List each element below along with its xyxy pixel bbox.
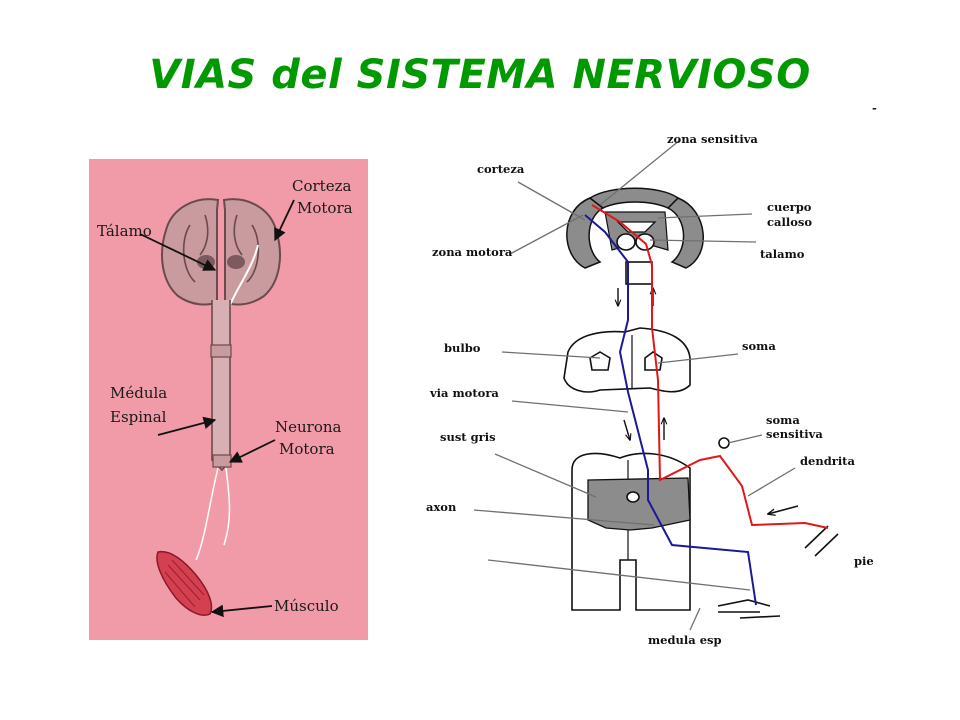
label-cuerpo-calloso-1: cuerpo: [767, 200, 812, 214]
label-corteza-motora-2: Motora: [297, 199, 353, 217]
label-soma-sensitiva-1: soma: [766, 413, 800, 427]
pointer-bulbo: [501, 351, 601, 359]
pointer-sust-gris: [494, 453, 597, 498]
brain-outline-right: [222, 198, 281, 306]
sensory-pathway: [591, 204, 829, 529]
label-medula-esp: medula esp: [648, 633, 722, 647]
label-neurona-motora-2: Motora: [279, 440, 335, 458]
label-soma-sensitiva-2: sensitiva: [766, 427, 823, 441]
dendrite-arrow: [768, 505, 799, 514]
left-illustration: Corteza Motora Tálamo Médula Espinal Neu…: [89, 159, 368, 640]
pointer-cuerpo-calloso: [657, 213, 753, 219]
central-canal: [626, 491, 640, 503]
spinal-cord-section: [571, 452, 691, 611]
bulbo-soma-left: [589, 351, 611, 371]
pointer-soma: [657, 353, 739, 364]
pointer-medula: [487, 559, 751, 591]
arrow-down-2: [623, 419, 630, 440]
motor-pathway: [584, 214, 757, 606]
pointer-zona-motora: [509, 214, 584, 255]
label-talamo-right: talamo: [760, 247, 805, 261]
label-talamo-left: Tálamo: [97, 222, 152, 240]
pointer-zona-sensitiva: [599, 139, 681, 206]
brain-top: [588, 187, 680, 209]
label-medula-2: Espinal: [110, 408, 167, 426]
brain-outline-left: [161, 198, 220, 306]
pointer-dendrita: [747, 467, 796, 497]
corpus-callosum: [616, 221, 657, 233]
pointer-axon: [473, 509, 655, 526]
page-title: VIAS del SISTEMA NERVIOSO: [149, 52, 811, 98]
label-corteza: corteza: [477, 162, 525, 176]
right-schematic: -: [426, 101, 877, 647]
label-zona-sensitiva: zona sensitiva: [667, 132, 758, 146]
brain-cortex-ring-right: [666, 197, 704, 269]
arrow-medula: [157, 416, 217, 436]
arrow-neurona: [228, 439, 276, 463]
sensory-receptor-1: [804, 525, 829, 549]
gray-matter: [587, 477, 691, 531]
label-pie: pie: [854, 554, 874, 568]
pointer-soma-sensitiva: [727, 434, 763, 444]
muscle-striations: [164, 559, 205, 608]
effector-symbol: [717, 599, 781, 619]
thalamus-r-left: [616, 233, 636, 251]
label-cuerpo-calloso-2: calloso: [767, 215, 812, 229]
label-axon: axon: [426, 500, 457, 514]
label-zona-motora: zona motora: [432, 245, 513, 259]
label-sust-gris: sust gris: [440, 430, 496, 444]
pointer-via-motora: [511, 400, 629, 413]
pointer-medula-esp: [689, 607, 701, 631]
spinal-cord: [211, 300, 231, 472]
sensory-soma: [718, 437, 730, 449]
label-soma: soma: [742, 339, 776, 353]
label-via-motora: via motora: [429, 386, 499, 400]
label-dendrita: dendrita: [800, 454, 855, 468]
cord-segment-1: [210, 344, 232, 358]
label-corteza-motora-1: Corteza: [292, 177, 351, 195]
cord-segment-2: [212, 454, 232, 468]
motor-nerve: [195, 467, 231, 561]
sensory-receptor-2: [814, 533, 839, 557]
arrow-corteza: [274, 199, 295, 242]
arrow-talamo: [139, 233, 217, 271]
label-musculo: Músculo: [274, 597, 339, 615]
label-neurona-motora-1: Neurona: [275, 418, 342, 436]
arrow-musculo: [210, 604, 273, 618]
label-bulbo: bulbo: [444, 341, 481, 355]
label-medula-1: Médula: [110, 384, 167, 402]
pointer-talamo: [649, 239, 757, 243]
pointer-corteza: [517, 181, 586, 221]
corner-mark: -: [872, 101, 877, 115]
thalamus-right: [227, 255, 245, 269]
bulbo-soma-right: [644, 351, 663, 371]
brainstem-neck: [625, 261, 653, 285]
